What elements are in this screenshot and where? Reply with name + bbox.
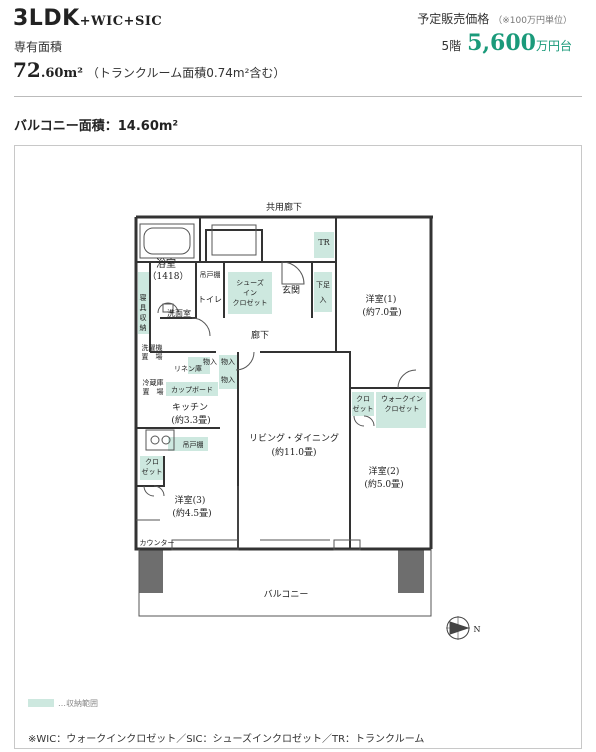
label-living-size: (約11.0畳) [271,446,316,458]
storage-areas [138,232,426,480]
tr-storage [314,232,334,258]
label-bath: 浴室 [156,257,176,270]
label-corridor: 共用廊下 [266,201,302,213]
price-value: 5階 5,600万円台 [441,30,572,56]
private-area-label: 専有面積 [14,40,63,54]
label-washroom: 洗面室 [167,308,191,318]
price-label: 予定販売価格（※100万円単位） [417,10,572,27]
label-washer-2: 置 場 [142,352,163,361]
legend-label: …収納範囲 [58,699,98,708]
sic-storage [228,272,272,314]
footnote: ※WIC：ウォークインクロゼット／SIC：シューズインクロゼット／TR：トランク… [28,734,425,745]
private-area-dec: .60 [40,66,64,81]
label-tr: TR [318,238,330,247]
label-wic-1: ウォークイン [381,395,423,403]
balcony-area: バルコニー面積：14.60m² [14,119,179,134]
upper-cabinet-storage [168,437,208,451]
label-north: N [474,625,481,634]
label-bedding-4: 納 [140,323,147,332]
divider [14,96,582,97]
wic-storage [376,392,426,428]
label-fridge-1: 冷蔵庫 [143,378,164,387]
column-left [139,549,163,593]
label-sic-2: イン [243,289,257,297]
details [136,223,432,617]
label-closet-b-1: クロ [145,458,159,466]
label-upper-cabinet-2: 吊戸棚 [183,440,204,449]
cupboard-storage [166,382,218,396]
private-area-note: （トランクルーム面積0.74m²含む） [86,66,286,80]
price-number: 5,600 [467,30,536,56]
label-shoe-1: 下足 [316,281,330,289]
private-area-unit: m² [63,66,83,81]
label-western2-size: (約5.0畳) [364,478,403,490]
price-label-text: 予定販売価格 [417,12,490,26]
label-hall: 廊下 [251,329,269,341]
label-storage-a: 物入 [203,357,217,366]
closet-b-storage [140,456,164,480]
unit-type: 3LDK+WIC+SIC [13,6,162,31]
bedding-storage [138,272,150,334]
label-bedding-2: 具 [140,304,147,312]
label-toilet: トイレ [198,295,222,304]
label-sic-3: クロゼット [233,298,268,307]
storage-a-fill [219,355,237,372]
label-wic-2: クロゼット [385,404,420,413]
column-right [398,549,424,593]
label-western3-size: (約4.5畳) [172,507,211,519]
label-western2: 洋室(2) [369,465,400,477]
unit-type-suffix: +WIC+SIC [79,14,163,29]
price-floor: 5階 [441,39,462,53]
price-unit-note: （※100万円単位） [493,16,572,26]
floorplan-frame [14,145,582,749]
label-counter: カウンター [140,538,175,547]
label-balcony: バルコニー [264,589,309,600]
label-linen-closet: リネン庫 [174,364,202,373]
label-bath-size: （1418） [148,271,189,282]
compass-icon [446,616,470,640]
linen-storage [188,357,210,374]
private-area-int: 72 [13,58,41,82]
label-cupboard: カップボード [171,386,213,394]
label-storage-b: 物入 [221,357,235,366]
shoe-storage [314,272,332,312]
label-shoe-2: 入 [320,296,327,304]
label-closet-b-2: ゼット [142,467,163,476]
label-bedding-1: 寝 [140,293,147,302]
label-bedding-3: 収 [140,314,147,322]
label-western1: 洋室(1) [366,293,397,305]
label-kitchen: キッチン [172,402,208,413]
label-washer-1: 洗濯機 [142,343,163,352]
price-unit: 万円台 [535,39,572,53]
label-closet-a-1: クロ [356,395,370,403]
label-sic-1: シューズ [236,278,264,287]
label-closet-a-2: ゼット [353,404,374,413]
label-living: リビング・ダイニング [249,432,339,444]
label-storage-c: 物入 [221,375,235,384]
storage-b-fill [219,372,237,389]
closet-a-storage [352,392,374,416]
label-western3: 洋室(3) [175,494,206,506]
label-upper-cabinet-1: 吊戸棚 [200,270,221,279]
label-kitchen-size: (約3.3畳) [171,414,210,426]
unit-type-main: 3LDK [13,6,80,31]
label-western1-size: (約7.0畳) [362,306,401,318]
label-entrance: 玄関 [282,284,300,296]
private-area-value: 72.60m²（トランクルーム面積0.74m²含む） [13,58,285,82]
label-fridge-2: 置 場 [143,387,164,396]
legend-swatch [28,699,54,707]
outer-walls [134,215,433,551]
